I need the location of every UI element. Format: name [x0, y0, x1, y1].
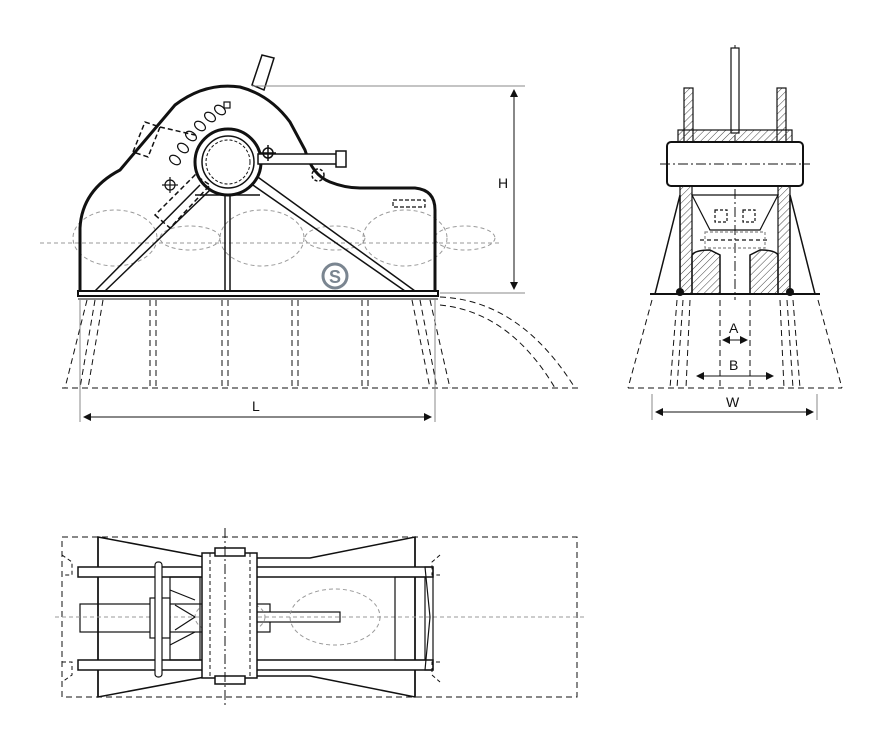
small-chain [162, 101, 231, 193]
logo-letter: S [329, 267, 341, 287]
dimension-l [79, 300, 436, 422]
dimension-h [252, 85, 525, 294]
end-view: A B W [627, 45, 843, 420]
base-plate [77, 290, 439, 297]
slot-marker [392, 199, 426, 208]
chain-links [40, 209, 500, 267]
locking-pin [257, 145, 347, 182]
leg-projections [62, 296, 580, 389]
end-view-projections [627, 299, 843, 389]
internal-struts [94, 174, 416, 292]
dimension-a-label: A [729, 320, 739, 336]
chain-pocket [691, 194, 779, 249]
left-chain-block [691, 249, 721, 295]
plan-lever [149, 561, 201, 678]
top-handle [251, 54, 275, 92]
shaft-drum [193, 127, 263, 197]
plan-drum [201, 528, 258, 706]
right-gusset [789, 194, 816, 295]
pivot-arm [132, 121, 212, 230]
side-elevation-view: S H [40, 54, 580, 422]
dimension-l-label: L [252, 398, 260, 414]
end-view-handle [730, 47, 740, 134]
plan-view [55, 528, 585, 706]
right-chain-block [749, 249, 779, 295]
left-gusset [654, 194, 681, 295]
logo-mark: S [321, 262, 349, 290]
stopper-body-outline [78, 84, 437, 293]
dimension-b-label: B [729, 357, 738, 373]
plan-corner-markers [61, 554, 441, 683]
dimension-h-label: H [498, 175, 508, 191]
dimension-w-label: W [726, 394, 740, 410]
